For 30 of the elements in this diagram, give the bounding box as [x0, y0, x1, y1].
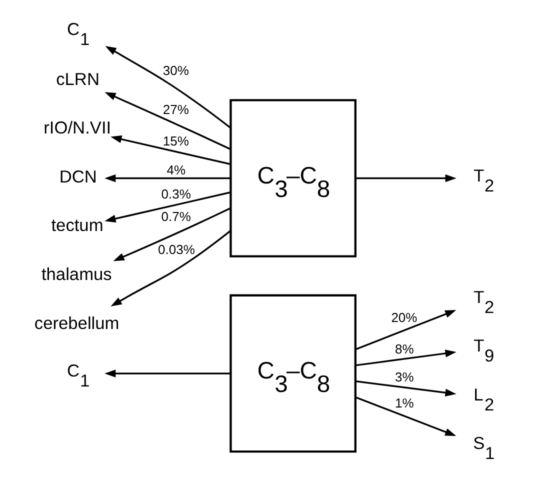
arrow	[104, 174, 230, 182]
arrow	[355, 350, 456, 366]
arrow	[104, 46, 231, 129]
node-text: tectum	[50, 215, 103, 236]
node-text: thalamus	[40, 264, 112, 284]
edge-label: 0.3%	[160, 186, 190, 202]
arrow	[112, 207, 230, 262]
arrow	[354, 310, 456, 350]
edge-label: 20%	[390, 310, 417, 326]
arrow	[104, 370, 230, 378]
arrow	[355, 380, 456, 396]
node-text: rIO/N.VII	[43, 118, 111, 138]
edge-label: 15%	[162, 133, 188, 148]
node-text: cerebellum	[34, 312, 119, 333]
arrow	[110, 230, 230, 306]
edge-label: 4%	[166, 162, 186, 178]
edge-label: 3%	[394, 370, 414, 385]
node-text: cLRN	[56, 68, 99, 89]
arrow	[104, 92, 230, 150]
arrow	[110, 135, 230, 165]
arrow	[104, 192, 230, 222]
node-text: DCN	[58, 166, 96, 186]
edge-label: 8%	[394, 342, 414, 357]
edge-label: 0.03%	[158, 242, 194, 257]
edge-label: 27%	[162, 102, 188, 117]
arrow	[354, 396, 456, 436]
edge-label: 1%	[394, 396, 414, 411]
arrow	[355, 174, 456, 182]
edge-label: 0.7%	[160, 209, 190, 224]
edge-label: 30%	[162, 62, 188, 78]
